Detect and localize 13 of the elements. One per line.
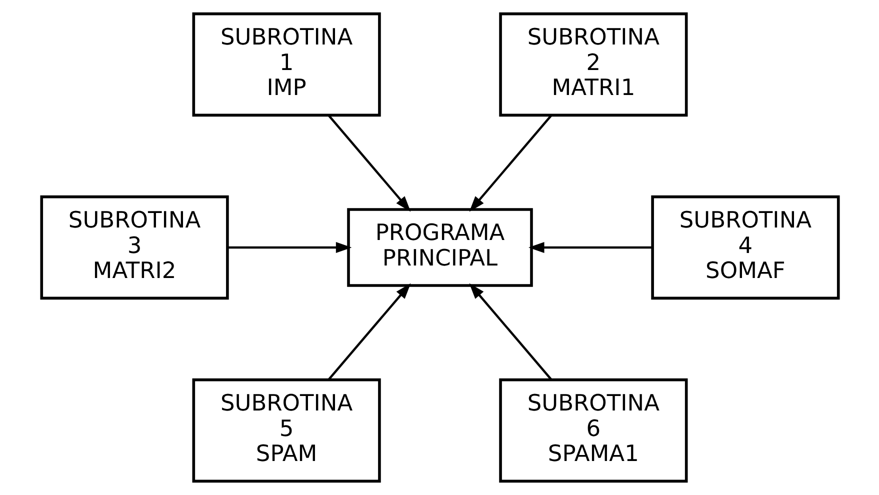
node-box: PROGRAMA PRINCIPAL <box>346 208 532 287</box>
node-box: SUBROTINA 6 SPAMA1 <box>498 378 688 483</box>
arrow <box>328 283 410 380</box>
node-box: SUBROTINA 1 IMP <box>192 12 380 117</box>
arrow <box>328 114 410 212</box>
node-box: SUBROTINA 3 MATRI2 <box>40 195 228 300</box>
arrow <box>227 242 352 254</box>
arrow <box>468 283 552 380</box>
arrow <box>468 114 552 212</box>
arrow <box>528 242 652 254</box>
node-box: SUBROTINA 4 SOMAF <box>650 195 840 300</box>
node-box: SUBROTINA 5 SPAM <box>192 378 380 483</box>
node-box: SUBROTINA 2 MATRI1 <box>498 12 688 117</box>
